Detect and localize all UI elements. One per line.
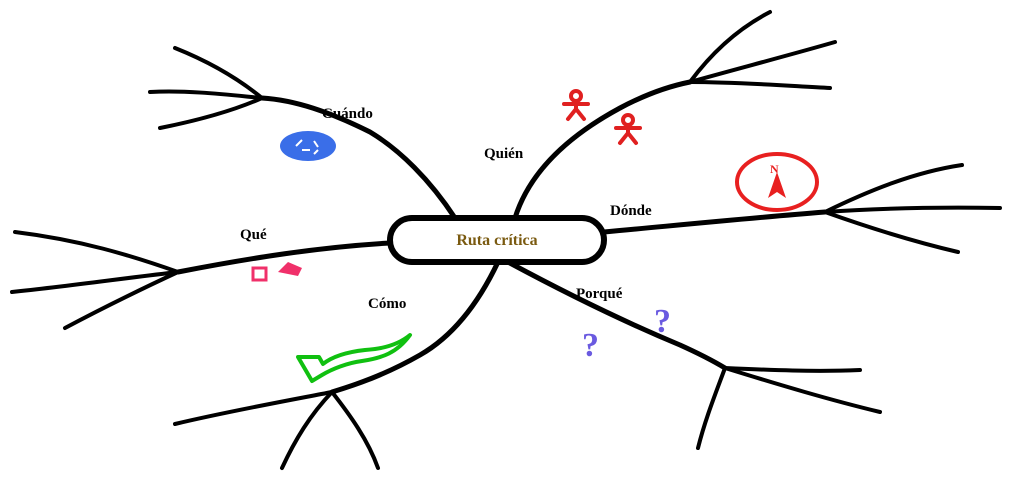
clock-icon [280,131,336,161]
branch-cuando-label: Cuándo [322,106,373,122]
compass-letter: N [770,162,779,176]
branch-donde: Dónde N [604,154,1000,252]
branch-que: Qué [12,227,390,328]
branch-como-label: Cómo [368,296,406,312]
branch-porque-twig-2 [725,368,860,371]
branch-como-twig-2 [282,392,332,468]
branch-donde-twig-1 [825,165,962,212]
person-icon [616,115,640,143]
branch-donde-label: Dónde [610,203,652,219]
branch-porque-line [508,262,725,368]
branch-donde-twig-2 [825,208,1000,212]
branch-que-label: Qué [240,227,267,243]
branch-quien-label: Quién [484,146,524,162]
path-arrow-icon [298,335,410,381]
branch-porque: Porqué ? ? [508,262,880,448]
compass-icon: N [737,154,817,210]
branch-como: Cómo [175,262,498,468]
central-node: Ruta crítica [390,218,604,262]
branch-cuando: Cuándo [150,48,455,218]
branch-quien-line [515,82,690,218]
central-node-label: Ruta crítica [456,232,537,249]
question-mark-icon: ? [582,327,599,364]
branch-porque-twig-1 [725,368,880,412]
branch-quien: Quién [484,12,835,218]
branch-donde-twig-3 [825,212,958,252]
branch-quien-twig-2 [690,42,835,82]
branch-porque-twig-3 [698,368,725,448]
branch-como-twig-3 [332,392,378,468]
branch-como-line [332,262,498,392]
branch-cuando-twig-2 [150,92,262,98]
objects-icon [253,262,302,280]
branch-quien-twig-3 [690,82,830,88]
branch-cuando-twig-3 [160,98,262,128]
branch-porque-label: Porqué [576,286,623,302]
branch-que-twig-1 [15,232,178,272]
question-mark-icon: ? [654,303,671,340]
person-icon [564,91,588,119]
